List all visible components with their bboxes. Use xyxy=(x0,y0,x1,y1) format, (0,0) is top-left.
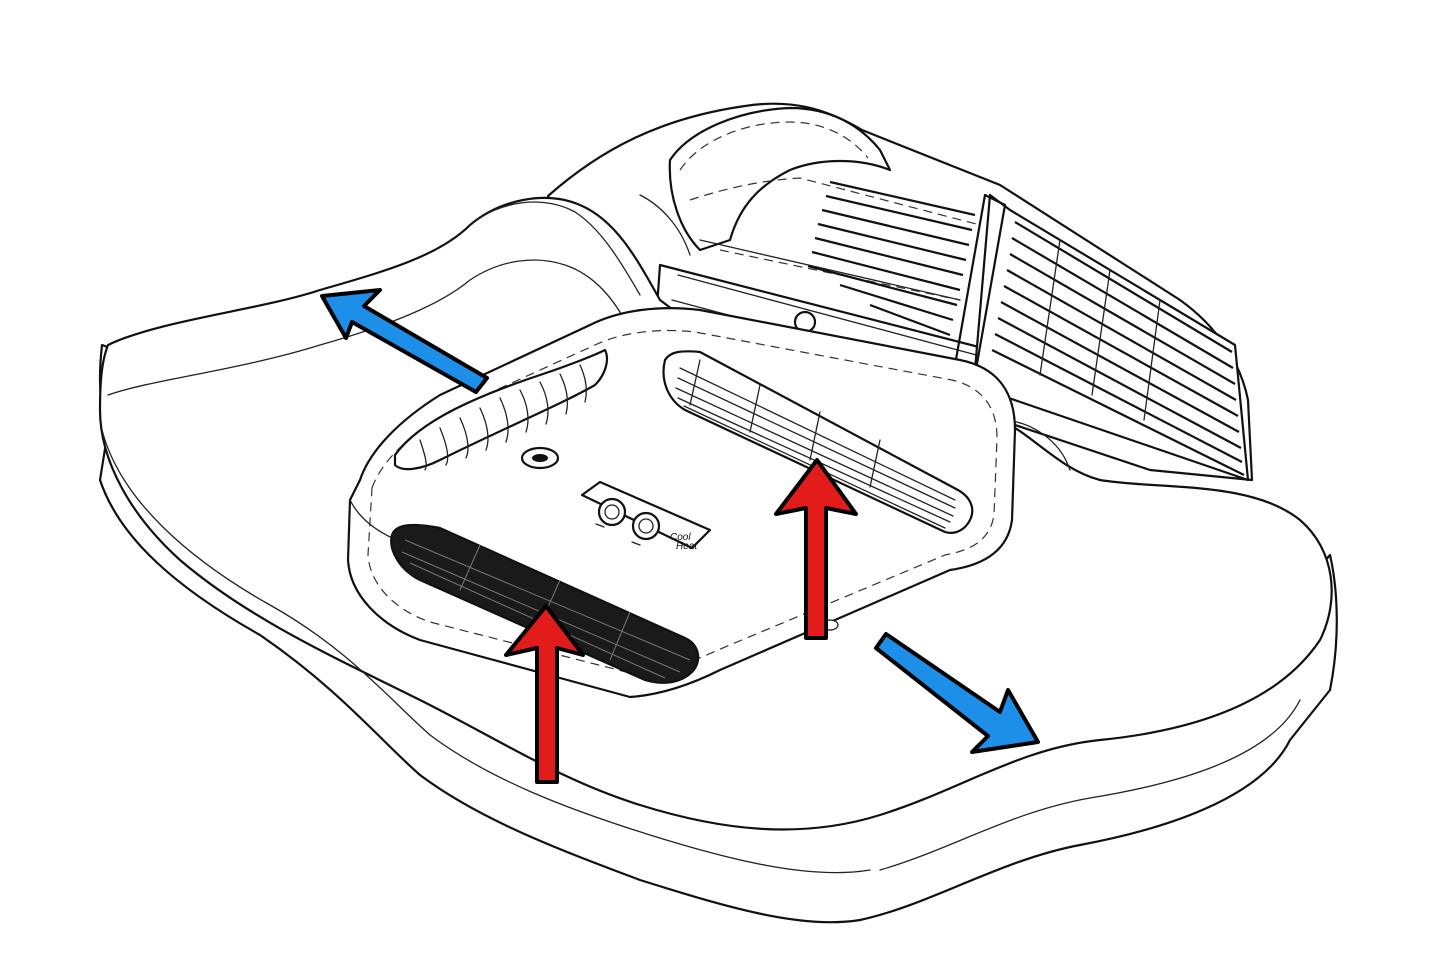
intake-arrow-left-shape xyxy=(504,604,585,784)
control-panel-label-1: Cool xyxy=(670,532,691,543)
front-outlet-louvers xyxy=(393,348,609,471)
control-panel: Cool Heat xyxy=(580,480,712,552)
intake-arrow-left xyxy=(504,604,585,784)
mode-switch xyxy=(520,446,560,470)
outflow-arrow-right xyxy=(874,632,1040,754)
hood-louvers xyxy=(807,180,976,337)
airflow-arrows xyxy=(320,288,1040,784)
side-grille-louvers xyxy=(991,221,1245,476)
intake-arrow-right-shape xyxy=(774,458,858,640)
rooftop-unit xyxy=(546,102,1254,482)
intake-arrow-right xyxy=(774,458,858,640)
outflow-arrow-left xyxy=(320,288,489,394)
control-panel-label-2: Heat xyxy=(676,541,698,552)
ceiling-assembly: Cool Heat xyxy=(346,307,1017,699)
outflow-arrow-right-shape xyxy=(874,632,1040,754)
outflow-arrow-left-shape xyxy=(320,288,489,394)
rear-return-grille xyxy=(662,350,974,534)
